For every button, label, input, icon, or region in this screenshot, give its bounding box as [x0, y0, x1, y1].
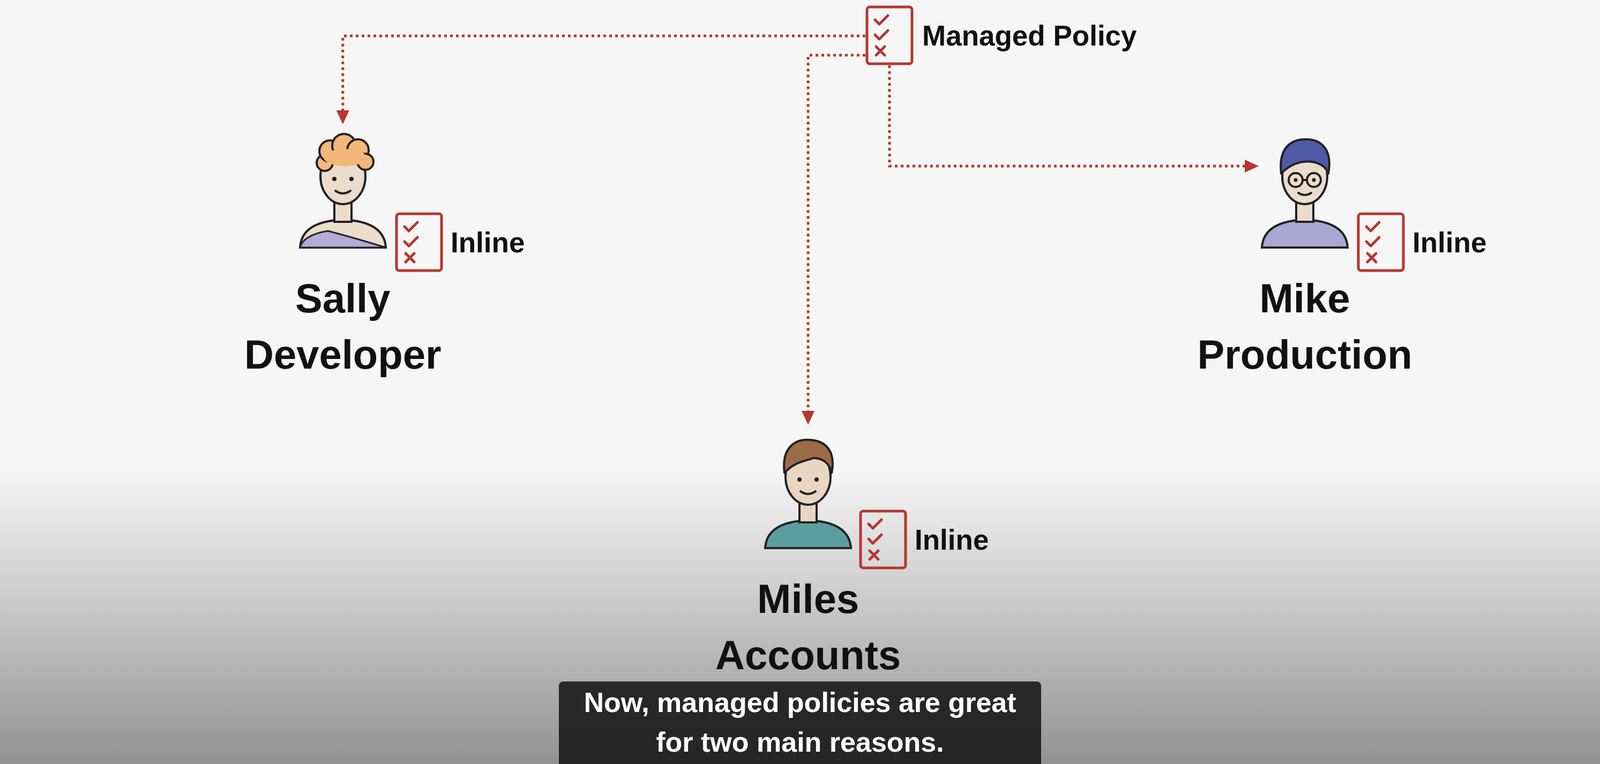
policy-icon-part: [1366, 237, 1380, 246]
policy-icon-part: [868, 519, 882, 529]
person-figure-part: [300, 230, 386, 248]
user-name: Miles Accounts: [715, 570, 901, 684]
policy-icon-part: [875, 15, 888, 25]
user-name: Mike Production: [1197, 270, 1413, 383]
arrow-head: [1244, 159, 1259, 173]
dotted-line: [808, 55, 866, 413]
policy-icon-part: [396, 213, 442, 271]
inline-policy: Inline: [394, 212, 525, 273]
policy-icon-part: [1358, 213, 1404, 271]
person-figure-part: [349, 176, 354, 182]
person-figure-part: [1312, 178, 1317, 183]
policy-icon: [394, 212, 444, 273]
inline-policy: Inline: [1356, 212, 1487, 273]
dotted-connector: [889, 65, 1259, 173]
policy-icon-part: [404, 222, 418, 231]
person-figure-part: [1298, 192, 1312, 196]
policy-icon-part: [868, 534, 882, 544]
inline-policy: Inline: [858, 509, 989, 570]
video-subtitle: Now, managed policies are great for two …: [558, 681, 1042, 764]
user-figure: Sally Developer: [244, 124, 442, 383]
dotted-connector: [336, 35, 866, 125]
person-figure-part: [332, 176, 337, 182]
person-figure-part: [1302, 178, 1307, 182]
person-figure-part: [765, 520, 851, 549]
person-figure-part: [1288, 173, 1303, 188]
person-figure-part: [783, 439, 833, 474]
policy-label: Inline: [450, 226, 525, 259]
policy-icon: [858, 509, 908, 570]
person-figure-part: [814, 477, 819, 482]
dotted-connector: [801, 55, 866, 425]
arrow-head: [336, 110, 350, 125]
policy-label: Inline: [914, 523, 989, 557]
dotted-line: [342, 35, 866, 112]
person-figure: [761, 424, 855, 551]
managed-policy: Managed Policy: [865, 5, 1138, 66]
policy-icon: [1356, 212, 1405, 273]
person-figure-part: [323, 148, 367, 167]
person-figure-part: [1261, 219, 1348, 248]
person-figure: [1258, 124, 1351, 250]
policy-icon: [865, 5, 914, 66]
person-figure-part: [800, 491, 816, 495]
policy-icon-part: [405, 253, 415, 263]
policy-icon-part: [876, 46, 885, 56]
policy-icon-part: [869, 550, 879, 560]
policy-label: Managed Policy: [922, 19, 1138, 52]
person-figure: [296, 124, 390, 250]
policy-icon-part: [860, 511, 906, 568]
dotted-line: [889, 65, 1246, 167]
arrow-head: [801, 410, 815, 425]
person-figure-part: [335, 190, 351, 194]
person-figure-part: [1306, 173, 1321, 188]
policy-icon-part: [404, 237, 418, 246]
policy-label: Inline: [1412, 226, 1487, 259]
policy-icon-part: [875, 30, 888, 40]
user-name: Sally Developer: [244, 270, 442, 383]
policy-icon-part: [1367, 253, 1377, 263]
person-figure-part: [797, 477, 802, 482]
person-figure-part: [300, 219, 386, 248]
person-figure-part: [1294, 178, 1298, 183]
user-figure: Mike Production: [1197, 124, 1413, 383]
policy-icon-part: [1366, 222, 1380, 231]
person-figure-part: [1280, 139, 1330, 174]
policy-icon-part: [866, 6, 912, 64]
